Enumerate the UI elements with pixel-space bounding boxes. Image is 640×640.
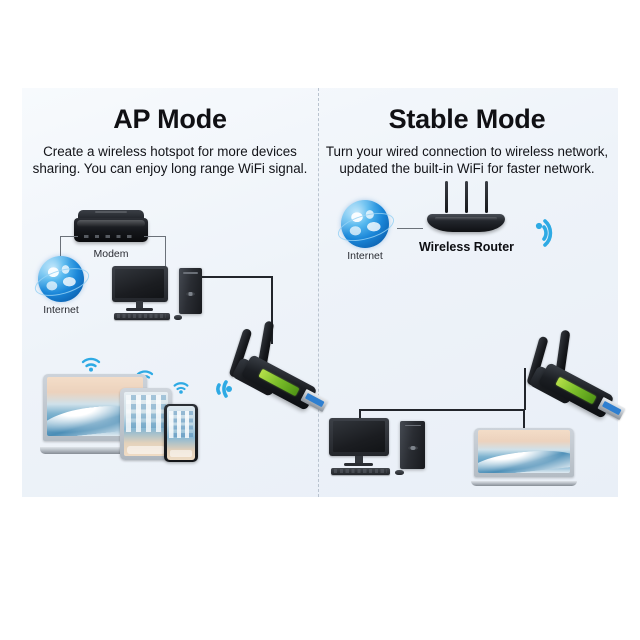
pc-mouse: [174, 314, 183, 320]
pc-to-adapter-line-h: [200, 276, 273, 278]
wifi-signal-icon-adapter: [200, 374, 234, 404]
stable-mode-title: Stable Mode: [388, 104, 546, 134]
pc-tower: [178, 268, 202, 315]
wifi-signal-icon-phone: [172, 380, 190, 394]
wifi-signal-icon-router: [533, 218, 565, 248]
tablet-screen: [123, 391, 169, 457]
pc-monitor-screen-right: [332, 421, 385, 452]
panel-divider: [318, 88, 319, 497]
phone-screen: [167, 406, 195, 460]
phone-dock: [169, 450, 193, 458]
bus-to-laptop-line: [523, 409, 525, 437]
desktop-computer: [112, 266, 202, 328]
tablet-frame: [120, 388, 172, 460]
laptop-base: [40, 446, 150, 454]
ap-mode-title: AP Mode: [113, 104, 227, 134]
laptop-lid-right: [474, 428, 574, 477]
pc-tower-right: [400, 420, 425, 470]
modem-highlight: [76, 220, 146, 227]
internet-label-right: Internet: [347, 250, 383, 262]
pc-keyboard-right: [330, 468, 391, 476]
content-panel: AP Mode Create a wireless hotspot for mo…: [22, 88, 626, 497]
internet-globe-icon: [38, 256, 84, 302]
pc-keyboard: [113, 313, 170, 320]
router-body: [427, 214, 505, 232]
phone-app-icons: [169, 410, 193, 439]
pc-to-adapter-line-v: [271, 276, 273, 344]
wireless-router-label: Wireless Router: [418, 240, 515, 254]
router-antenna-1: [445, 180, 448, 214]
ap-mode-panel: AP Mode Create a wireless hotspot for mo…: [22, 88, 329, 497]
laptop-base-right: [471, 480, 577, 486]
wireless-router: [427, 180, 505, 236]
modem-top-shell: [78, 210, 144, 222]
pc-mouse-right: [395, 470, 404, 476]
pc-monitor-right: [329, 418, 389, 457]
internet-label-left: Internet: [43, 304, 79, 316]
internet-globe-icon-right: [341, 200, 389, 248]
modem-label: Modem: [93, 248, 129, 260]
modem-device: [74, 210, 148, 244]
pc-monitor-stand: [136, 301, 144, 309]
laptop-device-right: [471, 428, 577, 486]
usb-wifi-adapter-right: [511, 326, 626, 426]
pc-monitor-screen: [115, 268, 165, 298]
pc-monitor: [112, 266, 168, 302]
router-antenna-3: [485, 180, 488, 214]
internet-to-router-line: [397, 228, 423, 229]
adapter-bus-line: [359, 409, 525, 411]
pc-monitor-base: [126, 308, 154, 311]
modem-to-internet-line-v: [60, 236, 61, 264]
stable-mode-panel: Stable Mode Turn your wired connection t…: [319, 88, 626, 497]
modem-to-internet-line-h: [60, 236, 78, 237]
tablet-app-icons: [126, 395, 166, 432]
modem-to-pc-line-h: [144, 236, 166, 237]
modem-body: [74, 218, 148, 243]
smartphone-device: [164, 404, 198, 462]
wifi-signal-icon-laptop: [80, 356, 102, 372]
adapter-drop-line: [524, 368, 526, 410]
tablet-dock: [127, 446, 165, 454]
tablet-device: [120, 388, 172, 460]
ap-mode-description: Create a wireless hotspot for more devic…: [32, 144, 308, 176]
desktop-computer-right: [329, 418, 425, 484]
modem-vent-slot: [95, 211, 127, 213]
phone-frame: [164, 404, 198, 462]
router-antenna-2: [465, 180, 468, 214]
laptop-screen-right: [478, 430, 570, 474]
pc-monitor-base-right: [344, 462, 374, 466]
modem-leds: [84, 235, 138, 238]
modem-to-pc-line-v: [165, 236, 166, 268]
pc-monitor-stand-right: [354, 455, 363, 464]
stable-mode-description: Turn your wired connection to wireless n…: [325, 144, 609, 176]
